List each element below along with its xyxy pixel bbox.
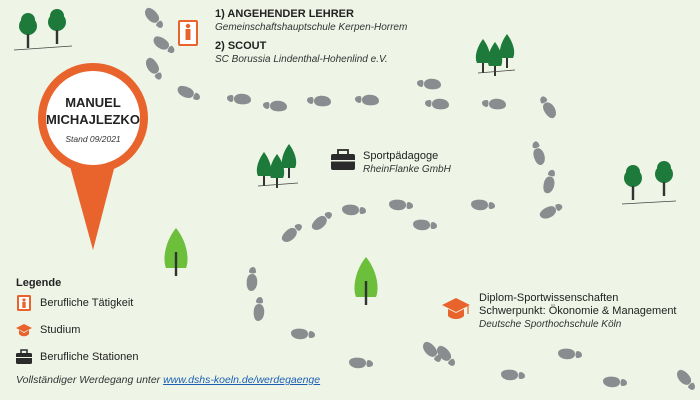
footprint-icon	[307, 95, 331, 107]
footprint-icon	[309, 208, 335, 233]
footprint-icon	[279, 220, 305, 245]
footprint-icon	[291, 328, 315, 340]
footprint-icon	[355, 94, 379, 106]
briefcase-icon	[16, 349, 32, 364]
station-title: 1) ANGEHENDER LEHRER	[215, 8, 354, 20]
legend-label: Berufliche Tätigkeit	[40, 297, 134, 309]
graduation-cap-icon	[442, 298, 470, 319]
tree-group-center	[256, 144, 299, 188]
tree-light-center	[354, 257, 378, 305]
footprint-icon	[425, 98, 449, 110]
station-subtitle: SC Borussia Lindenthal-Hohenlind e.V.	[215, 54, 388, 65]
legend-label: Studium	[40, 324, 81, 336]
legend-title: Legende	[16, 277, 62, 289]
worker-icon	[17, 295, 31, 311]
map-pin-icon	[38, 63, 148, 250]
tree-group-top-right	[475, 34, 516, 76]
footprint-icon	[389, 199, 413, 211]
worker-icon	[178, 20, 198, 46]
tree-group-right	[621, 161, 677, 205]
footprint-icon	[603, 376, 627, 388]
footprint-icon	[501, 369, 525, 381]
legend-item: Berufliche Tätigkeit	[16, 295, 133, 311]
footprint-icon	[142, 5, 167, 31]
footprint-icon	[175, 84, 202, 103]
footprint-icon	[529, 140, 548, 167]
tree-light-left	[164, 228, 188, 276]
footprint-icon	[674, 367, 699, 393]
footprint-icon	[349, 357, 373, 369]
footprint-icon	[558, 348, 582, 360]
profile-lastname: MICHAJLEZKO	[46, 112, 140, 127]
footprint-icon	[227, 93, 251, 105]
legend-item: Berufliche Stationen	[16, 349, 138, 365]
footprint-icon	[471, 199, 495, 211]
tree-icon	[655, 161, 673, 196]
station-subtitle: Gemeinschaftshauptschule Kerpen-Horrem	[215, 22, 408, 33]
profile-name: MANUEL MICHAJLEZKO	[38, 94, 148, 128]
tree-icon	[256, 152, 272, 186]
legend-item: Studium	[16, 322, 80, 338]
footprint-icon	[246, 267, 258, 291]
footprint-icon	[538, 200, 565, 222]
station-title: Sportpädagoge	[363, 150, 439, 162]
station-subtitle: RheinFlanke GmbH	[363, 164, 451, 175]
tree-icon	[48, 9, 66, 44]
station-title: Diplom-Sportwissenschaften	[479, 292, 619, 304]
tree-group-top-left	[13, 9, 73, 51]
footprint-icon	[253, 297, 265, 321]
graduation-cap-icon	[16, 324, 32, 337]
tree-icon	[269, 154, 285, 188]
footprint-icon	[417, 78, 441, 90]
footprint-icon	[542, 168, 557, 195]
footprint-icon	[413, 219, 437, 231]
briefcase-icon	[331, 149, 355, 170]
tree-icon	[475, 39, 491, 73]
station-title-line2: Schwerpunkt: Ökonomie & Management	[479, 305, 677, 317]
footprint-icon	[482, 98, 506, 110]
legend-label: Berufliche Stationen	[40, 351, 139, 363]
profile-date: Stand 09/2021	[65, 134, 121, 144]
footprint-icon	[263, 100, 287, 112]
station-subtitle: Deutsche Sporthochschule Köln	[479, 319, 622, 330]
profile-firstname: MANUEL	[65, 95, 121, 110]
station-title: 2) SCOUT	[215, 40, 267, 52]
werdegaenge-link[interactable]: www.dshs-koeln.de/werdegaenge	[163, 374, 321, 386]
footprint-icon	[142, 55, 166, 82]
tree-icon	[19, 13, 37, 48]
tree-icon	[624, 165, 642, 200]
footprint-icon	[151, 34, 178, 56]
footprint-icon	[536, 94, 560, 121]
footer-text: Vollständiger Werdegang unter	[16, 374, 164, 386]
footer-note: Vollständiger Werdegang unter www.dshs-k…	[16, 374, 320, 386]
footprint-icon	[342, 204, 366, 216]
